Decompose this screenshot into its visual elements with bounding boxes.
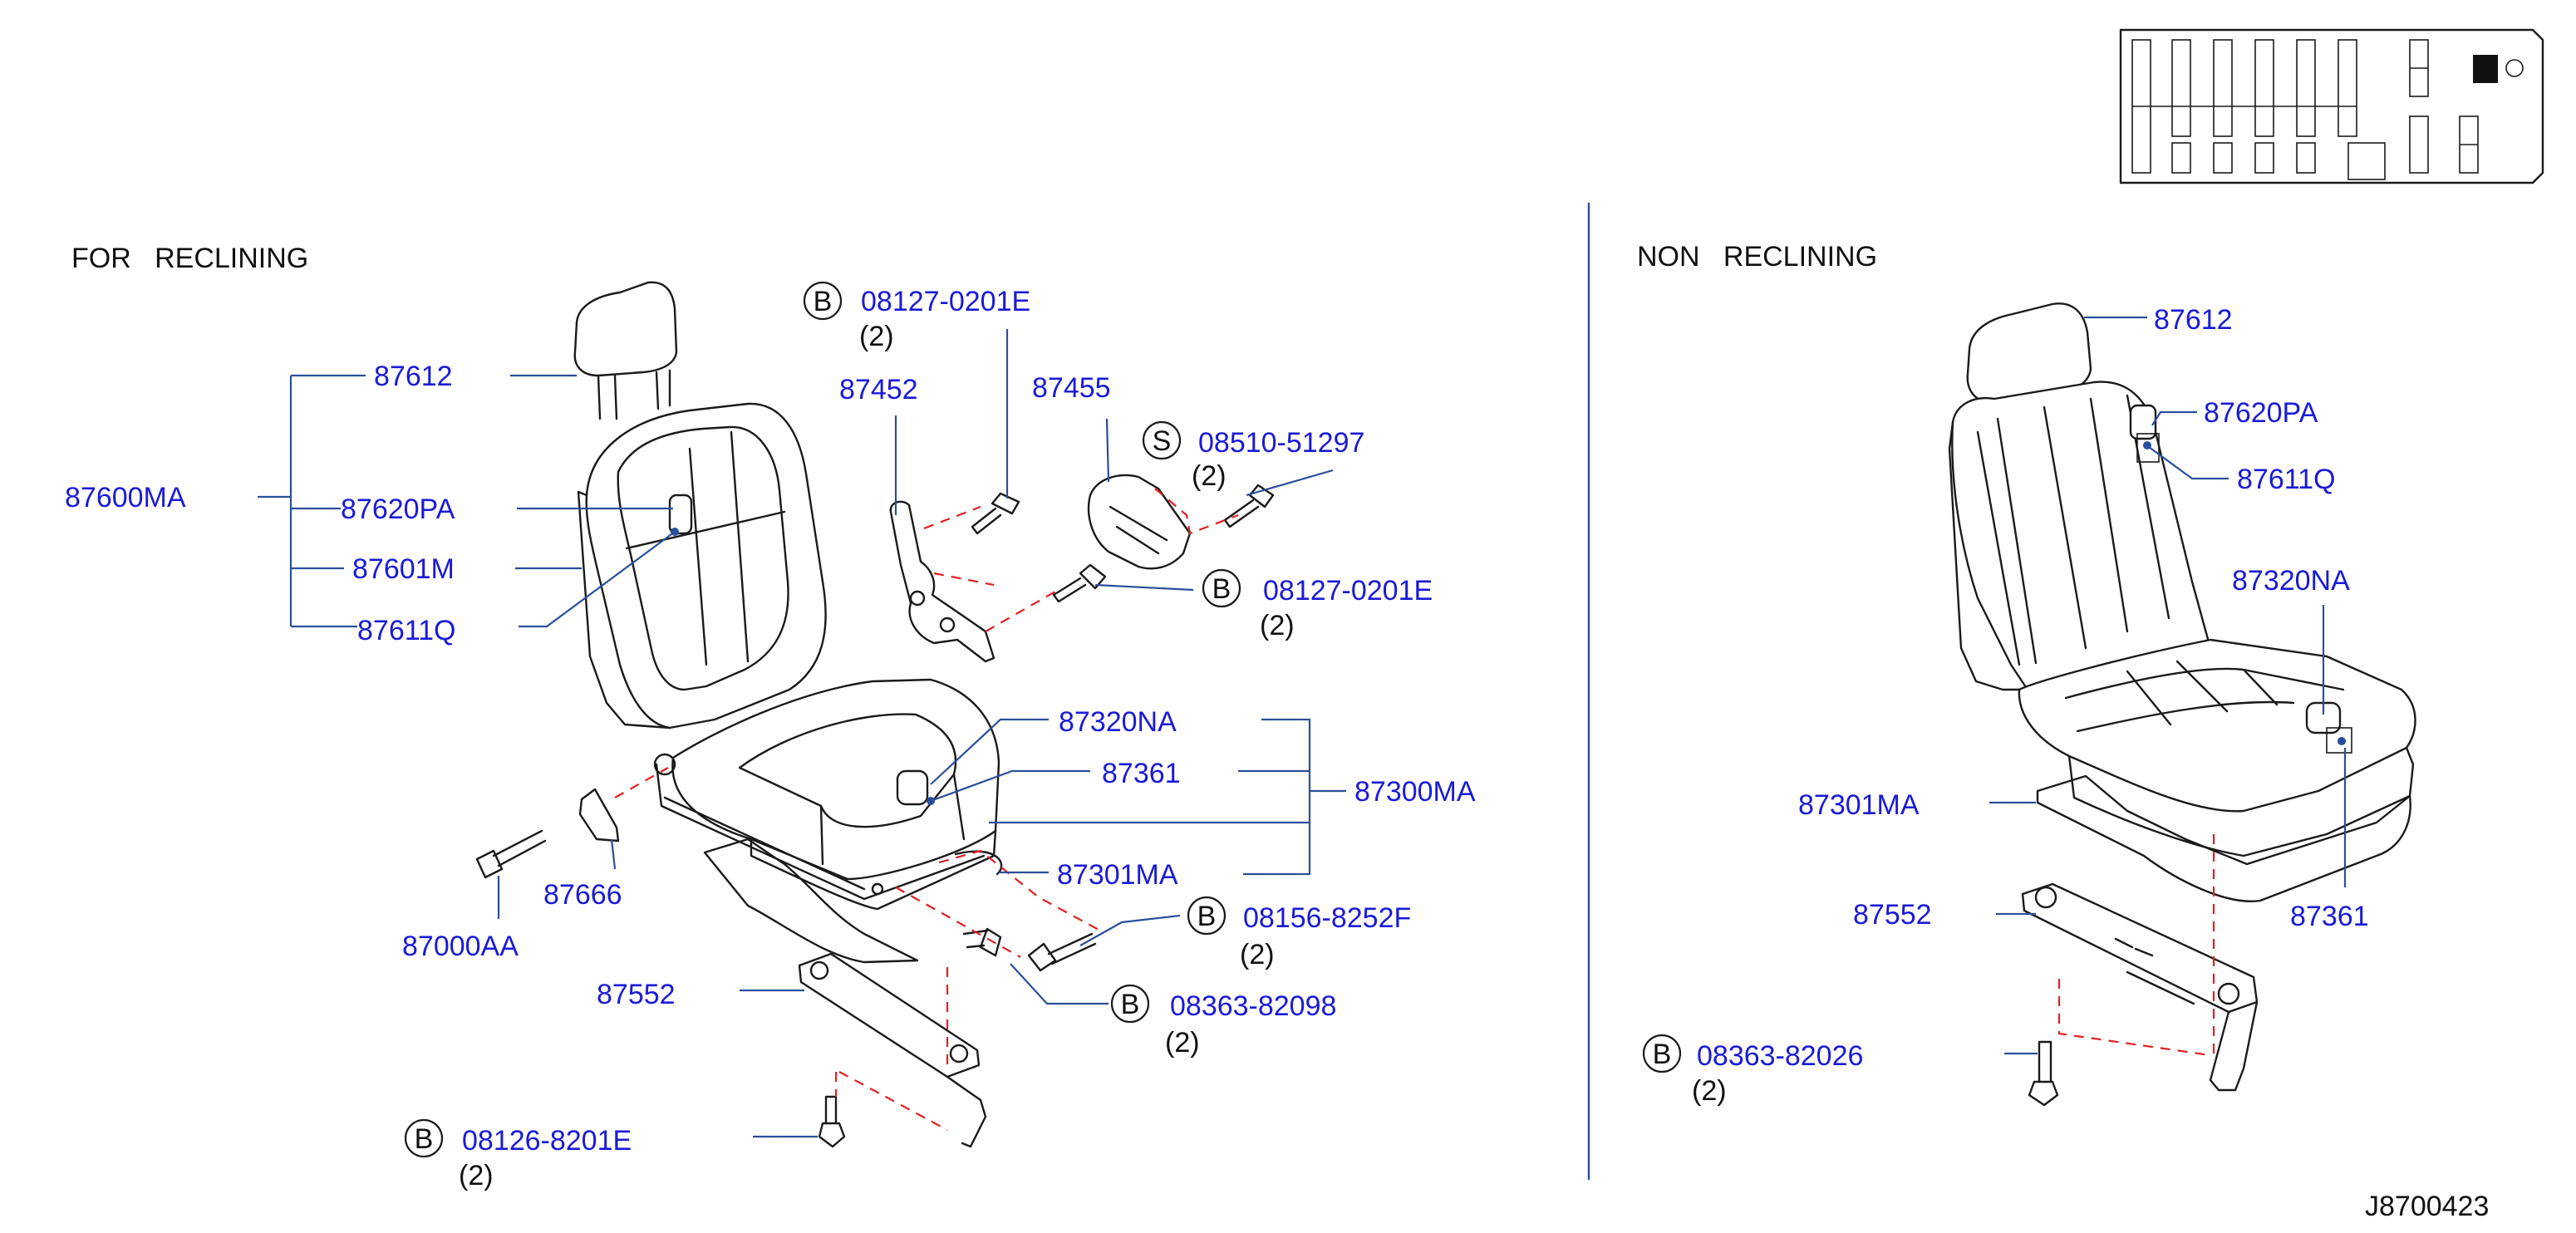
qty-08363-82026: (2): [1692, 1075, 1727, 1107]
qty-08363-82098: (2): [1165, 1027, 1200, 1059]
label-87320na-right: 87320NA: [2232, 565, 2350, 597]
qty-08126-8201e: (2): [459, 1160, 494, 1191]
left-seatback: [585, 402, 827, 729]
locator-highlight: [2473, 55, 2498, 83]
label-08126-8201e: 08126-8201E: [462, 1125, 632, 1157]
right-seat-drawing: [1948, 302, 2416, 1107]
right-section-title: NON RECLINING: [1637, 241, 1877, 273]
label-87300ma: 87300MA: [1354, 776, 1476, 808]
bolt-circle-letter: B: [1121, 989, 1140, 1020]
qty-08156-8252f: (2): [1240, 939, 1275, 970]
label-08363-82026: 08363-82026: [1697, 1040, 1863, 1072]
label-87620pa-right: 87620PA: [2204, 397, 2318, 429]
label-87612: 87612: [374, 361, 453, 392]
right-leaders: [1989, 316, 2347, 1055]
label-87452: 87452: [839, 374, 918, 405]
bolt-circle-letter: B: [1212, 573, 1231, 605]
screw-circle-letter: S: [1153, 425, 1172, 457]
left-rail: [798, 952, 981, 1078]
left-section-title: FOR RECLINING: [71, 243, 308, 274]
label-08510-51297: 08510-51297: [1198, 427, 1364, 459]
label-87552: 87552: [597, 979, 676, 1010]
label-87612-right: 87612: [2154, 304, 2233, 336]
bolt-circle-letter: B: [1197, 901, 1217, 932]
label-08127-0201e-a: 08127-0201E: [861, 286, 1030, 317]
recliner-arm-87452: [889, 500, 995, 663]
right-rail: [2021, 882, 2259, 1014]
left-labels: 87612 87600MA 87620PA 87601M 87611Q B 08…: [65, 281, 1476, 1191]
left-cushion: [671, 678, 1000, 881]
locator-key: [2119, 28, 2544, 184]
label-87666: 87666: [543, 879, 622, 911]
label-87455: 87455: [1032, 372, 1111, 404]
label-87611q-right: 87611Q: [2237, 464, 2335, 495]
left-headrest: [573, 281, 678, 377]
label-87361: 87361: [1102, 758, 1181, 789]
recliner-cover-87455: [1087, 474, 1192, 570]
qty-08127-0201e-a: (2): [859, 321, 894, 352]
label-87000aa: 87000AA: [402, 931, 519, 962]
label-87552-right: 87552: [1853, 899, 1932, 931]
right-cushion: [2018, 638, 2416, 813]
label-87611q: 87611Q: [357, 615, 455, 646]
qty-08510-51297: (2): [1192, 460, 1227, 492]
qty-08127-0201e-b: (2): [1260, 610, 1295, 641]
bolt-circle-letter: B: [814, 286, 833, 317]
label-87361-right: 87361: [2290, 901, 2369, 932]
bolt-circle-letter: B: [415, 1123, 434, 1155]
label-08363-82098: 08363-82098: [1170, 990, 1336, 1022]
right-labels: 87612 87620PA 87611Q 87320NA 87301MA 875…: [1642, 304, 2369, 1107]
right-seatback: [1951, 381, 2212, 693]
label-87301ma-right: 87301MA: [1798, 789, 1920, 821]
label-87620pa: 87620PA: [341, 494, 455, 525]
left-seat-drawing: [475, 281, 1275, 1148]
drawing-id: J8700423: [2365, 1191, 2489, 1222]
label-08127-0201e-b: 08127-0201E: [1263, 575, 1433, 607]
bolt-circle-letter: B: [1653, 1039, 1672, 1070]
label-87301ma: 87301MA: [1057, 859, 1178, 891]
label-08156-8252f: 08156-8252F: [1243, 902, 1411, 934]
label-87601m: 87601M: [352, 553, 455, 585]
label-87600ma: 87600MA: [65, 482, 186, 513]
label-87320na: 87320NA: [1059, 706, 1177, 738]
left-leaders: [258, 329, 1346, 1138]
